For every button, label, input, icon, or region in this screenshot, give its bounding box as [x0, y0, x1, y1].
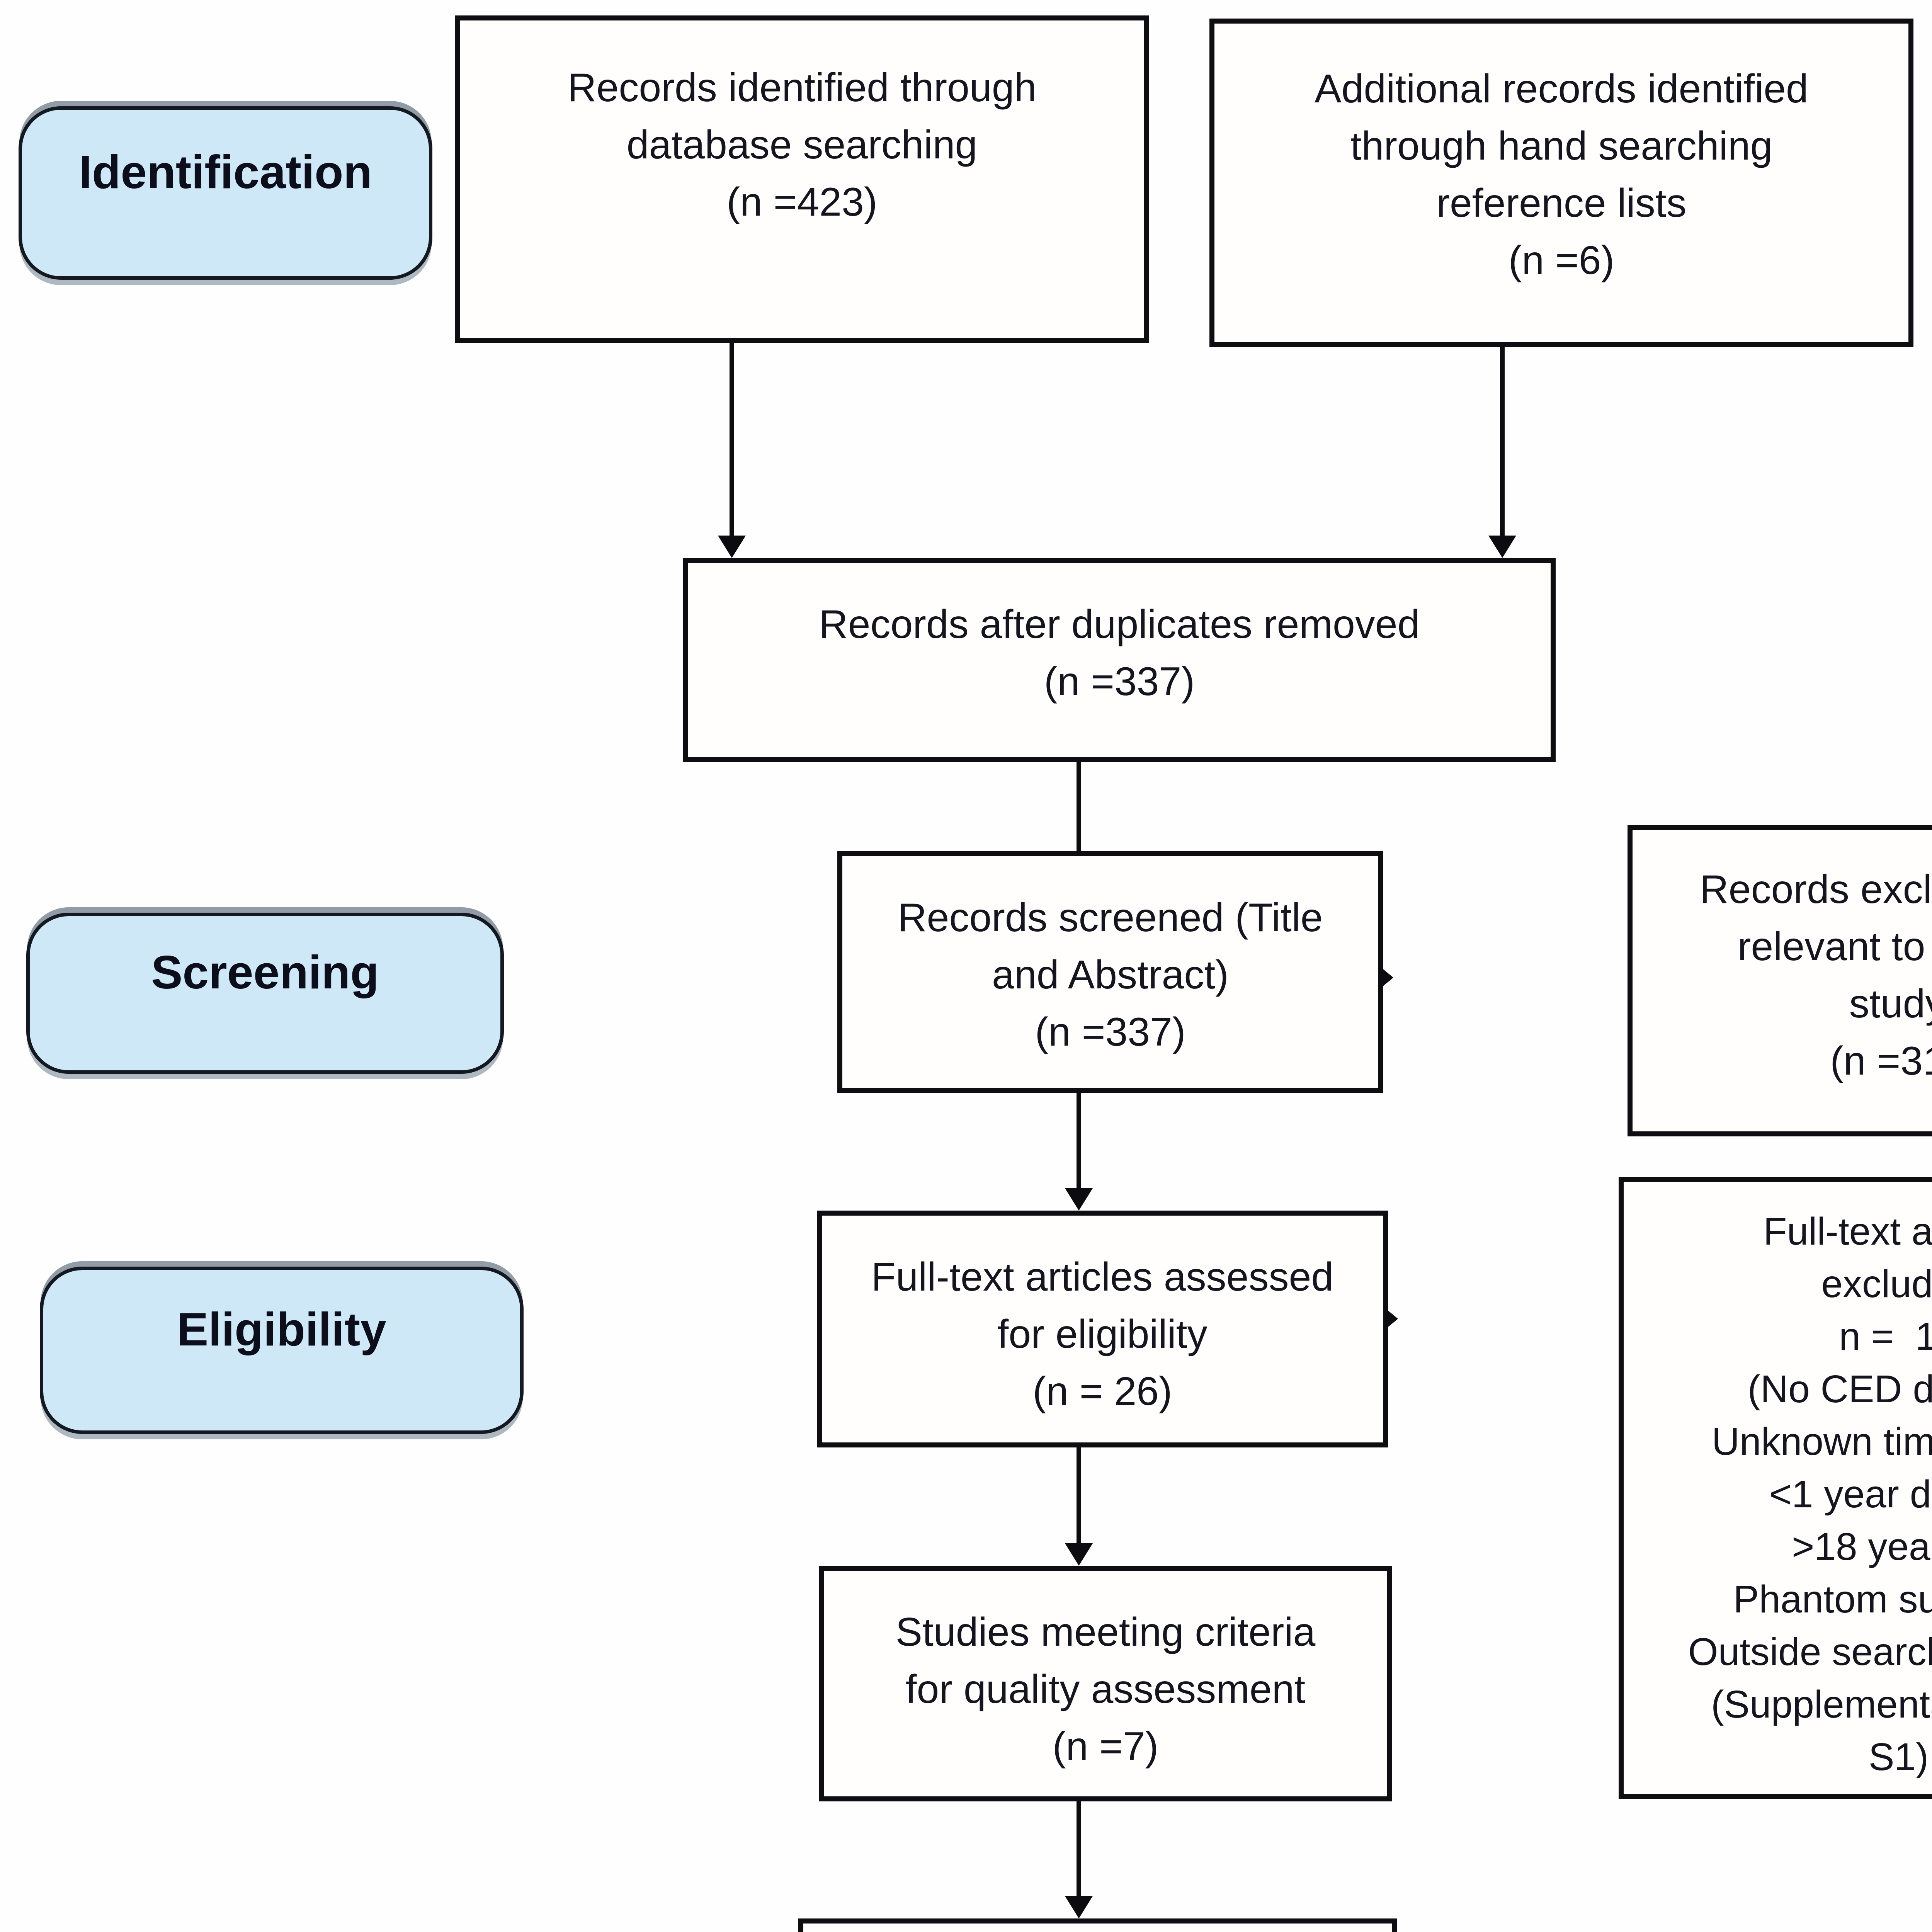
node-after-duplicates: Records after duplicates removed (n =337… [683, 558, 1556, 762]
node-quality-assessment-text: Studies meeting criteria for quality ass… [895, 1610, 1316, 1769]
arrow-right-icon [1385, 1308, 1398, 1330]
arrow-right-icon [1380, 967, 1393, 988]
node-records-excluded-text: Records excluded (Not relevant to presen… [1699, 867, 1932, 1083]
arrow-down-icon [1488, 536, 1516, 558]
node-records-identified: Records identified through database sear… [455, 15, 1149, 343]
node-fulltext-excluded-text: Full-text articles excluded n = 19 (No C… [1688, 1210, 1932, 1779]
node-records-screened: Records screened (Title and Abstract) (n… [837, 851, 1383, 1093]
connector-line [1500, 347, 1505, 536]
arrow-down-icon [1065, 1543, 1093, 1566]
node-fulltext-assessed: Full-text articles assessed for eligibil… [817, 1211, 1388, 1447]
connector-line [730, 343, 734, 536]
stage-eligibility: Eligibility [40, 1267, 524, 1434]
connector-line [1077, 1447, 1081, 1543]
node-additional-records: Additional records identified through ha… [1209, 19, 1913, 347]
connector-line [1077, 1801, 1081, 1896]
node-additional-records-text: Additional records identified through ha… [1315, 66, 1808, 283]
node-included-review: Studies included in systematic review (n… [798, 1918, 1397, 1932]
stage-identification: Identification [19, 106, 432, 280]
stage-screening-label: Screening [151, 946, 379, 998]
arrow-down-icon [718, 536, 746, 558]
node-records-excluded: Records excluded (Not relevant to presen… [1628, 825, 1932, 1136]
node-quality-assessment: Studies meeting criteria for quality ass… [819, 1566, 1392, 1801]
arrow-down-icon [1065, 1188, 1093, 1211]
stage-identification-label: Identification [78, 145, 372, 198]
connector-line [1077, 762, 1081, 851]
connector-line [1077, 1093, 1081, 1188]
node-records-screened-text: Records screened (Title and Abstract) (n… [898, 895, 1323, 1054]
node-after-duplicates-text: Records after duplicates removed (n =337… [819, 602, 1420, 704]
arrow-down-icon [1065, 1896, 1093, 1918]
node-fulltext-excluded: Full-text articles excluded n = 19 (No C… [1619, 1177, 1932, 1799]
stage-eligibility-label: Eligibility [177, 1303, 387, 1355]
node-records-identified-text: Records identified through database sear… [567, 65, 1037, 224]
stage-screening: Screening [26, 913, 504, 1074]
node-fulltext-assessed-text: Full-text articles assessed for eligibil… [871, 1255, 1334, 1414]
